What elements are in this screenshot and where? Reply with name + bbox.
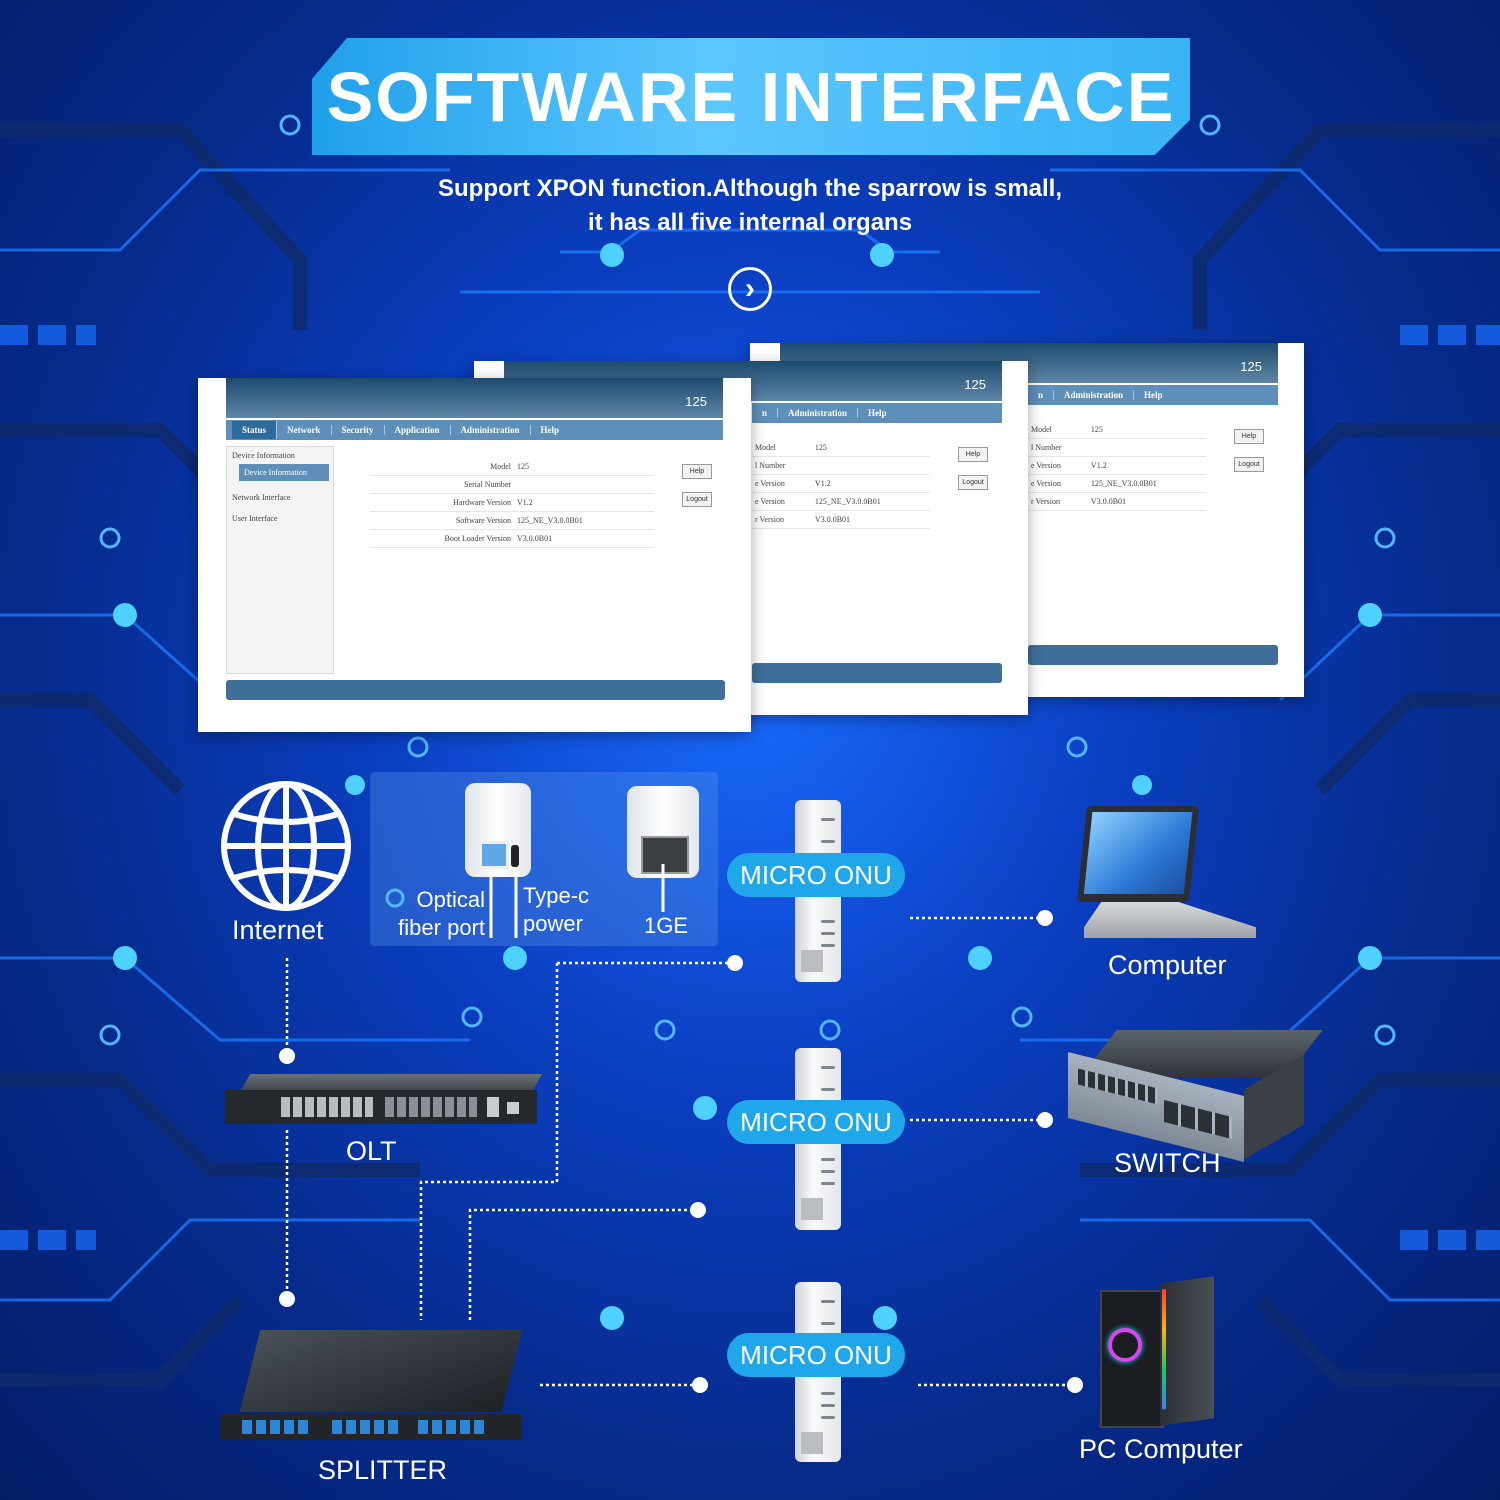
- sidebar-item-network-interface: Network Interface: [232, 493, 291, 502]
- nav-item-status: Status: [232, 421, 278, 439]
- typec-label-line2: power: [523, 911, 583, 936]
- connector-dot: [1037, 910, 1053, 926]
- help-button: Help: [1234, 429, 1264, 444]
- nav-item-network: Network: [277, 425, 332, 435]
- connector-dot: [1037, 1112, 1053, 1128]
- nav-item-administration: Administration: [778, 408, 859, 418]
- sidebar-item-user-interface: User Interface: [232, 514, 278, 523]
- panel-sidebar: Device Information Device Information Ne…: [226, 446, 334, 674]
- nav-item-administration: Administration: [1054, 390, 1135, 400]
- nav-item-partial: n: [752, 408, 779, 418]
- arrow-right-icon: ›: [728, 267, 772, 311]
- connector-dot: [727, 955, 743, 971]
- panel-nav: n Administration Help: [752, 403, 1002, 423]
- help-button: Help: [958, 447, 988, 462]
- panel-nav: Status Network Security Application Admi…: [226, 420, 723, 440]
- panel-nav: n Administration Help: [1028, 385, 1278, 405]
- logout-button: Logout: [1234, 457, 1264, 472]
- switch-image: [1068, 1030, 1323, 1162]
- panel-footer-bar: [226, 680, 725, 700]
- olt-device: [225, 1074, 543, 1126]
- micro-onu-badge-1: MICRO ONU: [727, 853, 905, 897]
- olt-label: OLT: [346, 1136, 397, 1166]
- micro-onu-badge-3: MICRO ONU: [727, 1333, 905, 1377]
- optical-label-line1: Optical: [416, 887, 485, 912]
- sidebar-item-device-information: Device Information: [239, 464, 329, 481]
- logout-button: Logout: [682, 492, 712, 507]
- nav-item-help: Help: [540, 425, 560, 435]
- typec-label-line1: Type-c: [523, 883, 590, 908]
- pc-computer-label: PC Computer: [1079, 1434, 1243, 1464]
- ge-label: 1GE: [644, 913, 689, 938]
- connector-dot: [692, 1377, 708, 1393]
- panel-footer-bar: [1028, 645, 1278, 665]
- panel-number: 125: [964, 377, 986, 392]
- internet-label: Internet: [232, 915, 324, 945]
- panel-footer-bar: [752, 663, 1002, 683]
- connector-dot: [1067, 1377, 1083, 1393]
- computer-label: Computer: [1108, 950, 1227, 980]
- nav-item-help: Help: [868, 408, 887, 418]
- logout-button: Logout: [958, 475, 988, 490]
- nav-item-security: Security: [332, 425, 385, 435]
- optical-label-line2: fiber port: [398, 915, 485, 940]
- switch-label: SWITCH: [1114, 1148, 1221, 1178]
- panel-number: 125: [685, 394, 707, 409]
- subtitle-line-2: it has all five internal organs: [587, 209, 913, 236]
- title-banner: SOFTWARE INTERFACE: [312, 38, 1190, 155]
- micro-onu-badge-2: MICRO ONU: [727, 1100, 905, 1144]
- subtitle: Support XPON function.Although the sparr…: [300, 172, 1200, 240]
- onu-port-image: [465, 783, 531, 877]
- table-row: Serial Number: [370, 475, 654, 494]
- nav-item-partial: n: [1028, 390, 1055, 400]
- panel-header: 125: [226, 378, 723, 418]
- sidebar-group-device-information: Device Information: [232, 451, 295, 460]
- nav-item-application: Application: [385, 425, 451, 435]
- subtitle-line-1: Support XPON function.Although the sparr…: [437, 175, 1063, 202]
- laptop-image: [1072, 806, 1258, 948]
- typec-power-label: Type-c power: [523, 882, 589, 938]
- pc-tower-image: [1100, 1276, 1216, 1428]
- splitter-device: [220, 1330, 523, 1442]
- screenshot-panel-front: 125 Status Network Security Application …: [198, 378, 751, 732]
- nav-item-administration: Administration: [451, 425, 531, 435]
- help-button: Help: [682, 464, 712, 479]
- page-title: SOFTWARE INTERFACE: [326, 57, 1176, 136]
- feature-pointers: [385, 864, 665, 938]
- connector-dot: [279, 1048, 295, 1064]
- splitter-label: SPLITTER: [318, 1455, 448, 1485]
- connector-dot: [690, 1202, 706, 1218]
- globe-icon: [221, 781, 351, 911]
- optical-fiber-label: Optical fiber port: [393, 886, 485, 942]
- panel-number: 125: [1240, 359, 1262, 374]
- connector-dot: [279, 1291, 295, 1307]
- onu-lan-image: [627, 786, 699, 878]
- nav-item-help: Help: [1144, 390, 1163, 400]
